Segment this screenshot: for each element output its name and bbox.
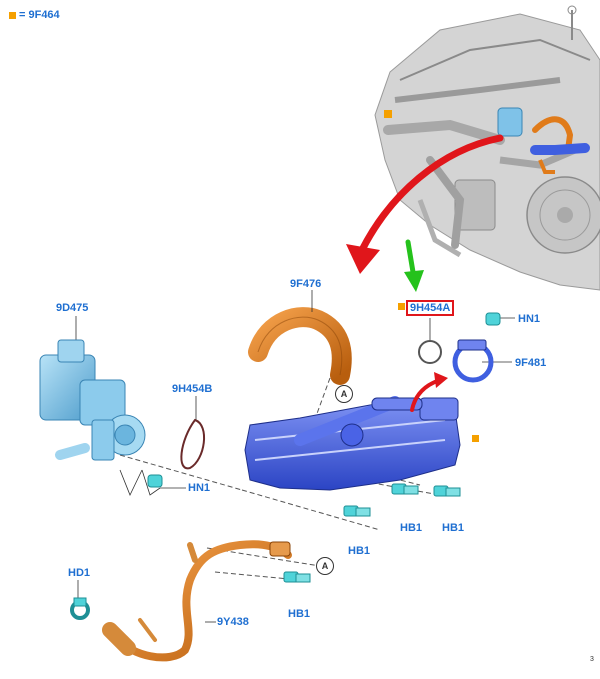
- red-arrow: [346, 134, 504, 274]
- egr-cooler-9h454a: [244, 396, 461, 491]
- legend-swatch-icon: [9, 11, 16, 19]
- nut-hn1-top-part: [485, 312, 501, 326]
- footer-code: 3: [590, 656, 594, 663]
- bolt-hb1-right-b-part: [433, 485, 461, 497]
- bolt-hb1-center-part: [343, 505, 371, 517]
- bolt-hb1-right-a-part: [391, 483, 419, 495]
- gasket-9h454b: [180, 418, 206, 470]
- nut-hn1-bottom-part: [147, 474, 163, 488]
- small-red-arrow: [410, 372, 448, 412]
- egr-valve-9d475: [39, 339, 146, 461]
- marker-9f464-cooler-side: [472, 435, 479, 442]
- label-coolant-hose: 9F476: [290, 278, 322, 290]
- marker-9f464-cooler-label: [398, 303, 405, 310]
- engine-block: [374, 5, 600, 291]
- label-lines: [75, 290, 515, 623]
- clamp-9f481: [452, 339, 494, 383]
- label-egr-valve: 9D475: [56, 302, 89, 314]
- label-egr-tube: 9Y438: [217, 616, 249, 628]
- egr-tube-9y438: [102, 540, 292, 662]
- label-nut-hn1-top: HN1: [518, 313, 541, 325]
- label-bolt-hb1-right-a: HB1: [400, 522, 423, 534]
- label-bolt-hb1-right-b: HB1: [442, 522, 465, 534]
- engine-marker: [384, 110, 392, 118]
- engine-highlight: [384, 107, 590, 174]
- label-clip-hd1: HD1: [68, 567, 91, 579]
- label-egr-cooler: 9H454A: [406, 300, 455, 316]
- clip-hd1-part: [70, 597, 90, 620]
- ref-a-bottom: A: [316, 557, 334, 575]
- label-nut-hn1-bottom: HN1: [188, 482, 211, 494]
- coolant-hose-9f476: [248, 307, 352, 385]
- legend: = 9F464: [9, 9, 60, 21]
- green-arrow: [404, 239, 424, 292]
- ref-a-top: A: [335, 385, 353, 403]
- bolt-hb1-lower-part: [283, 571, 311, 583]
- label-bolt-hb1-center: HB1: [348, 545, 371, 557]
- label-clamp: 9F481: [515, 357, 547, 369]
- label-bolt-hb1-lower: HB1: [288, 608, 311, 620]
- o-ring: [418, 340, 442, 364]
- legend-text: = 9F464: [19, 9, 60, 21]
- label-gasket: 9H454B: [172, 383, 213, 395]
